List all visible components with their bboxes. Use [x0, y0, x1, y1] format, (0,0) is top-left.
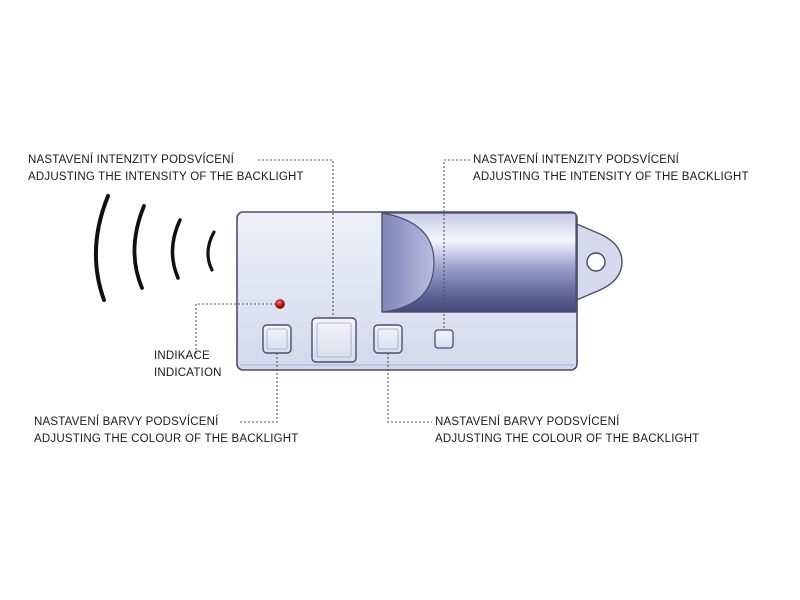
label-top-right-cz: NASTAVENÍ INTENZITY PODSVÍCENÍ	[473, 153, 680, 166]
keyring-tab	[571, 220, 623, 304]
label-bottom-right-en: ADJUSTING THE COLOUR OF THE BACKLIGHT	[435, 433, 699, 445]
leader-bottom-left	[240, 353, 278, 423]
wireless-signal-icon	[93, 194, 216, 302]
label-bottom-left-en: ADJUSTING THE COLOUR OF THE BACKLIGHT	[34, 433, 298, 445]
keyring-hole-icon	[586, 252, 606, 272]
leader-lines	[182, 159, 470, 423]
leader-indication	[182, 303, 280, 357]
label-top-right-en: ADJUSTING THE INTENSITY OF THE BACKLIGHT	[473, 171, 749, 183]
label-bottom-left-cz: NASTAVENÍ BARVY PODSVÍCENÍ	[34, 415, 219, 428]
intensity-button-small[interactable]	[434, 329, 454, 349]
leader-top-right	[443, 159, 470, 330]
intensity-button-main[interactable]	[311, 317, 357, 363]
label-indication-cz: INDIKACE	[154, 350, 210, 362]
leader-bottom-right	[387, 353, 432, 423]
battery-cylinder	[381, 212, 577, 313]
label-bottom-right-cz: NASTAVENÍ BARVY PODSVÍCENÍ	[435, 415, 620, 428]
leader-top-left	[258, 159, 334, 318]
label-indication-en: INDICATION	[154, 367, 222, 379]
label-top-left-en: ADJUSTING THE INTENSITY OF THE BACKLIGHT	[28, 171, 304, 183]
label-top-left-cz: NASTAVENÍ INTENZITY PODSVÍCENÍ	[28, 153, 235, 166]
